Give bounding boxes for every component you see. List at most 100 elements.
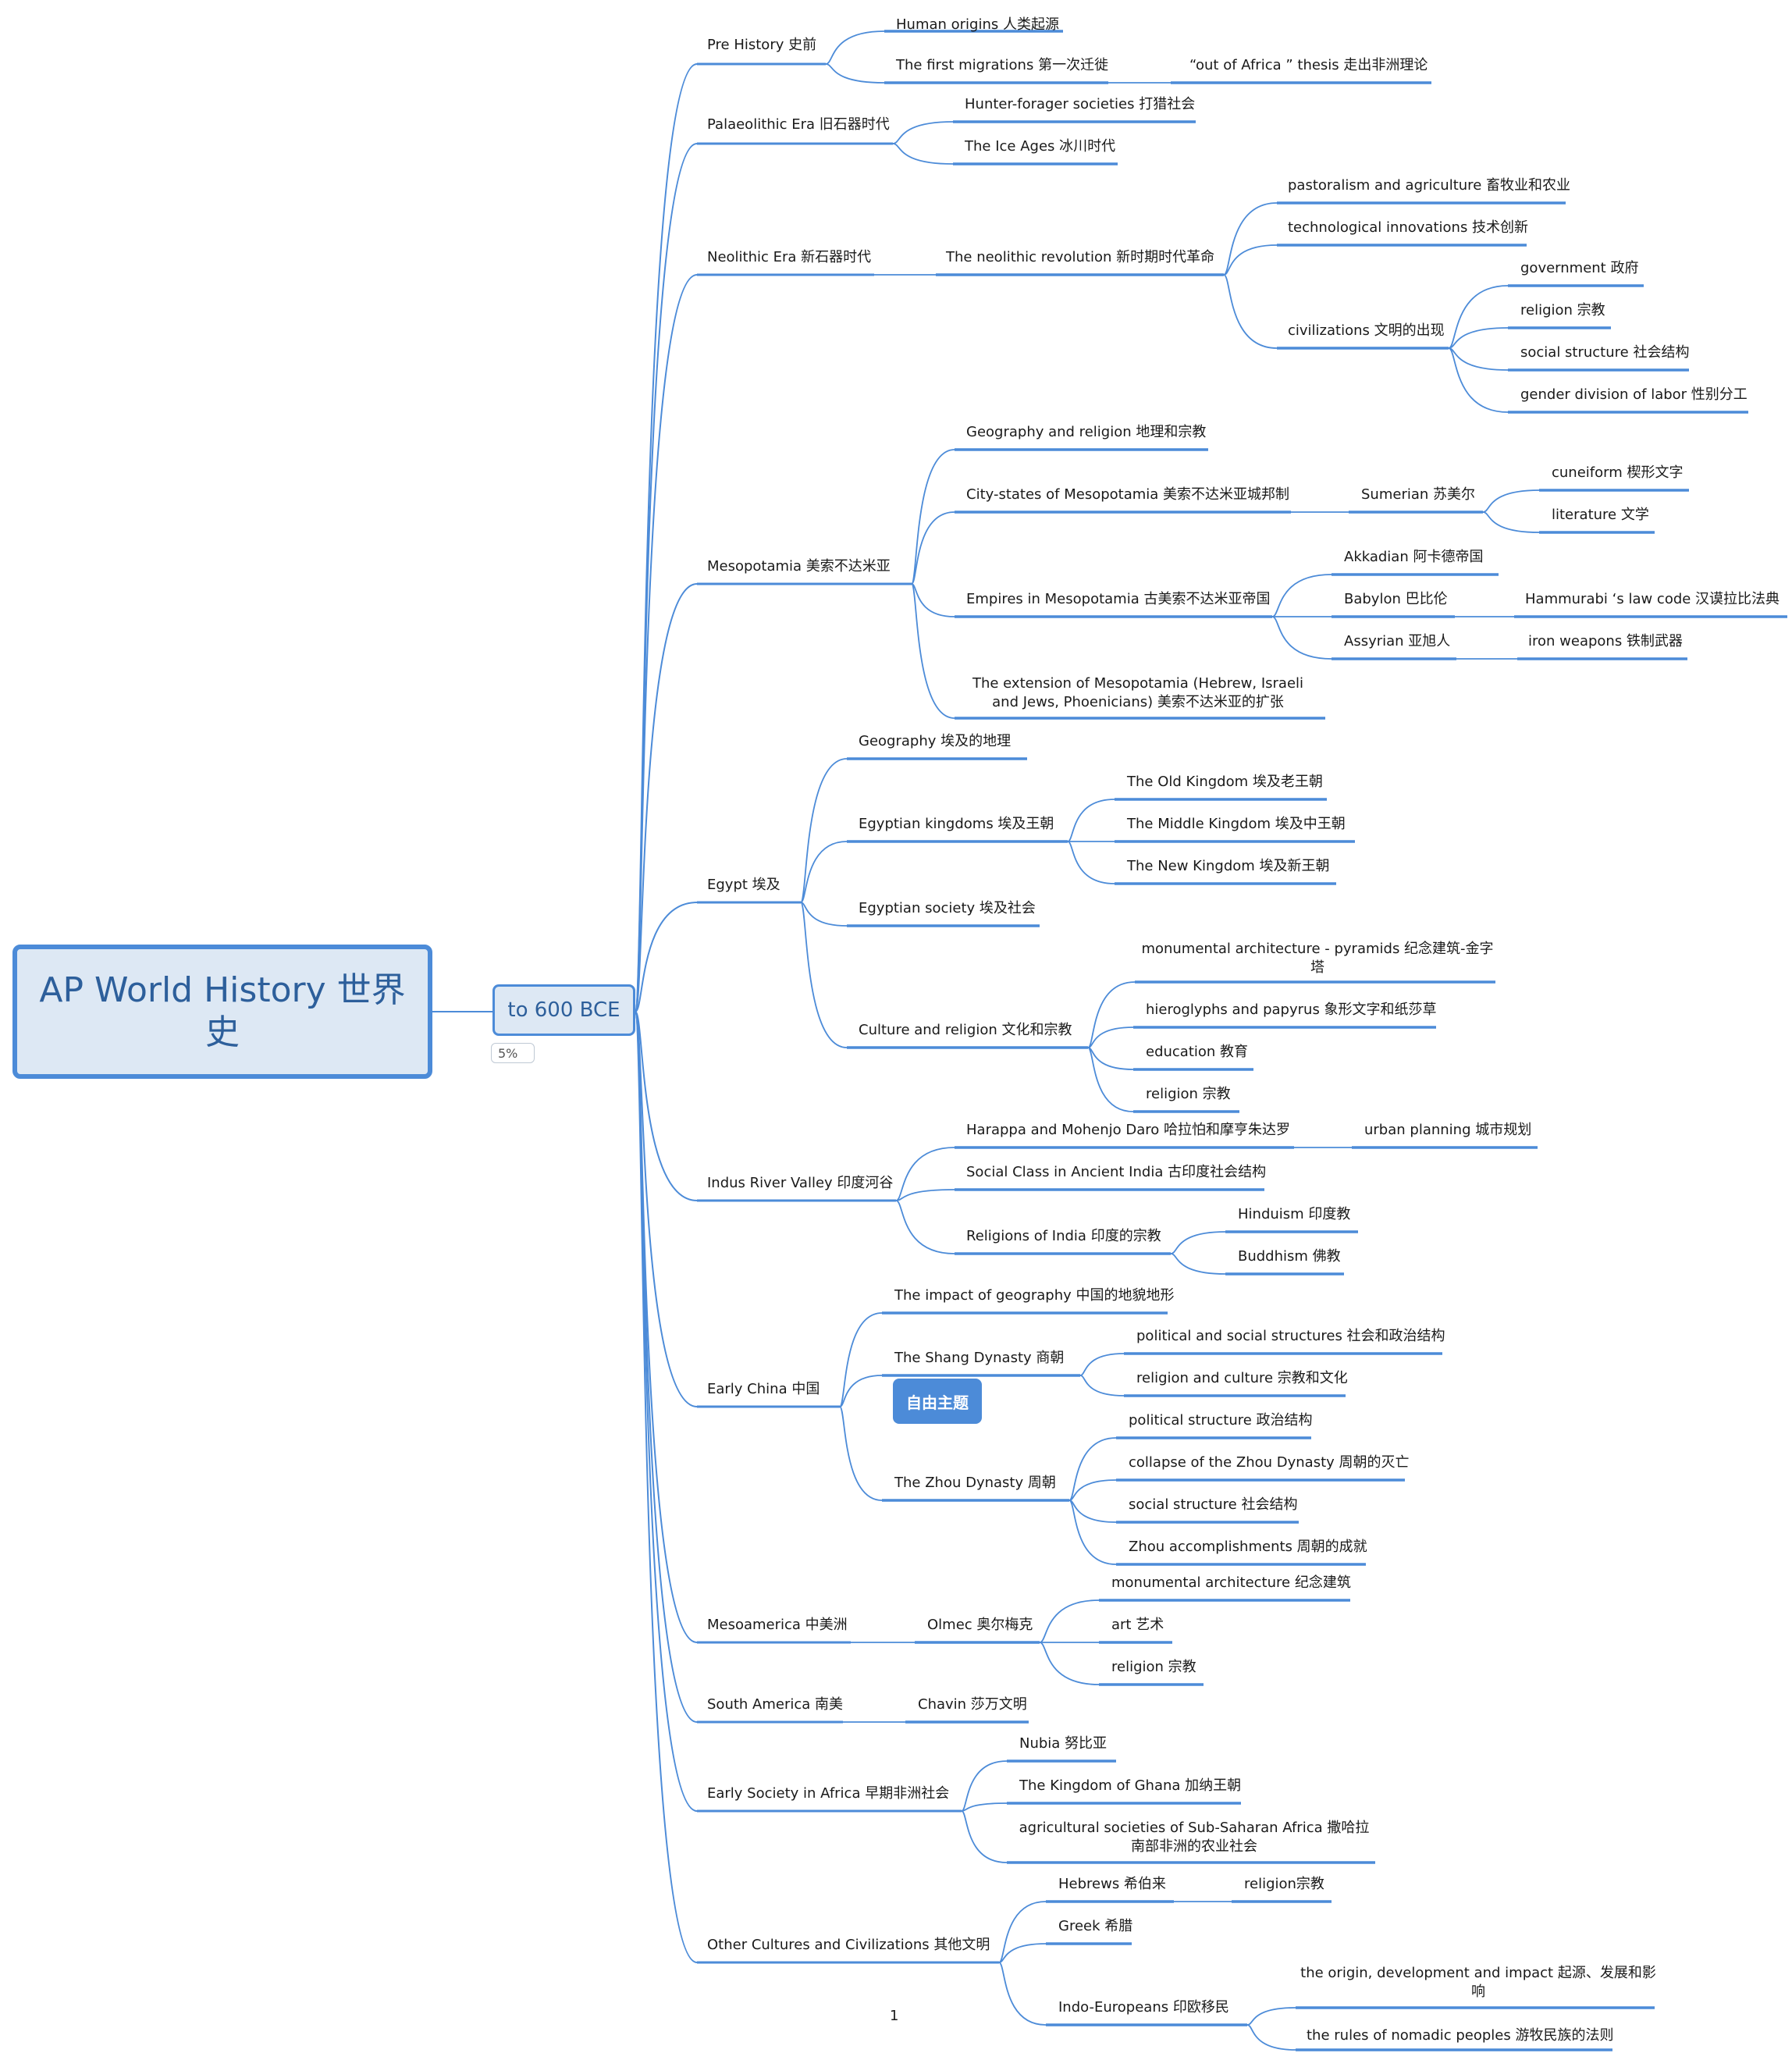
topic-mes2a2[interactable]: literature 文学 (1552, 507, 1649, 523)
topic-egy2[interactable]: Egyptian kingdoms 埃及王朝 (859, 816, 1054, 832)
topic-egy3[interactable]: Egyptian society 埃及社会 (859, 900, 1036, 916)
topic-egy4a[interactable]: monumental architecture - pyramids 纪念建筑-… (1141, 941, 1494, 976)
topic-oth[interactable]: Other Cultures and Civilizations 其他文明 (707, 1937, 990, 1953)
topic-ind3b[interactable]: Buddhism 佛教 (1238, 1248, 1341, 1265)
topic-egy4d[interactable]: religion 宗教 (1146, 1086, 1231, 1102)
topic-egy4[interactable]: Culture and religion 文化和宗教 (859, 1022, 1072, 1038)
topic-egy2a[interactable]: The Old Kingdom 埃及老王朝 (1127, 774, 1323, 790)
topic-oth3a[interactable]: the origin, development and impact 起源、发展… (1300, 1965, 1656, 2000)
topic-mes2a1[interactable]: cuneiform 楔形文字 (1552, 464, 1684, 481)
connector-curve (1068, 1500, 1117, 1565)
topic-neo1c[interactable]: civilizations 文明的出现 (1288, 322, 1445, 339)
connector-curve (1223, 274, 1278, 349)
main-branch-topic[interactable]: to 600 BCE (492, 984, 635, 1036)
topic-afr2[interactable]: The Kingdom of Ghana 加纳王朝 (1019, 1777, 1242, 1794)
topic-mes[interactable]: Mesopotamia 美索不达米亚 (707, 558, 891, 575)
topic-chn3c[interactable]: social structure 社会结构 (1129, 1496, 1298, 1513)
topic-chn3a[interactable]: political structure 政治结构 (1129, 1412, 1313, 1429)
floating-topic[interactable]: 自由主题 (893, 1379, 982, 1424)
topic-egy2c[interactable]: The New Kingdom 埃及新王朝 (1127, 858, 1330, 874)
topic-chn2a[interactable]: political and social structures 社会和政治结构 (1136, 1328, 1445, 1344)
connector-curve (1482, 489, 1540, 513)
topic-mes3c[interactable]: Assyrian 亚旭人 (1344, 633, 1451, 649)
topic-afr3[interactable]: agricultural societies of Sub-Saharan Af… (1019, 1820, 1370, 1855)
connector-curve (1068, 1500, 1117, 1523)
topic-mes3[interactable]: Empires in Mesopotamia 古美索不达米亚帝国 (966, 591, 1271, 607)
topic-mam1b[interactable]: art 艺术 (1111, 1617, 1164, 1633)
connector-curve (635, 1011, 698, 1963)
topic-ind1[interactable]: Harappa and Mohenjo Daro 哈拉怕和摩亨朱达罗 (966, 1122, 1290, 1138)
topic-mes3c1[interactable]: iron weapons 铁制武器 (1528, 633, 1683, 649)
topic-ind[interactable]: Indus River Valley 印度河谷 (707, 1175, 894, 1191)
connector-curve (998, 1943, 1047, 1963)
connector-curve (1039, 1599, 1100, 1643)
connector-curve (1246, 2024, 1296, 2051)
page-number: 1 (890, 2008, 899, 2024)
connector-curve (895, 1147, 955, 1201)
topic-neo1c4[interactable]: gender division of labor 性别分工 (1520, 386, 1748, 403)
connector-curve (895, 1189, 955, 1201)
topic-oth3b[interactable]: the rules of nomadic peoples 游牧民族的法则 (1307, 2027, 1614, 2044)
topic-oth1a[interactable]: religion宗教 (1244, 1876, 1324, 1892)
topic-chn2b[interactable]: religion and culture 宗教和文化 (1136, 1370, 1348, 1386)
topic-egy4c[interactable]: education 教育 (1146, 1044, 1249, 1060)
connector-curve (911, 511, 955, 585)
topic-egy4b[interactable]: hieroglyphs and papyrus 象形文字和纸莎草 (1146, 1002, 1437, 1018)
topic-pre1[interactable]: Human origins 人类起源 (896, 16, 1059, 33)
topic-mes4[interactable]: The extension of Mesopotamia (Hebrew, Is… (972, 675, 1304, 710)
topic-mes2[interactable]: City-states of Mesopotamia 美索不达米亚城邦制 (966, 486, 1290, 503)
topic-pal2[interactable]: The Ice Ages 冰川时代 (965, 138, 1116, 155)
topic-chn3b[interactable]: collapse of the Zhou Dynasty 周朝的灭亡 (1129, 1454, 1410, 1471)
connector-curve (800, 902, 848, 1048)
topic-chn1[interactable]: The impact of geography 中国的地貌地形 (894, 1287, 1175, 1304)
topic-chn3[interactable]: The Zhou Dynasty 周朝 (894, 1475, 1056, 1491)
topic-ind2[interactable]: Social Class in Ancient India 古印度社会结构 (966, 1164, 1267, 1180)
topic-neo1c2[interactable]: religion 宗教 (1520, 302, 1605, 318)
topic-neo1c1[interactable]: government 政府 (1520, 260, 1639, 276)
topic-ind3a[interactable]: Hinduism 印度教 (1238, 1206, 1351, 1222)
main-branch-label: to 600 BCE (507, 998, 620, 1022)
topic-neo1b[interactable]: technological innovations 技术创新 (1288, 219, 1529, 236)
connector-curve (1079, 1375, 1125, 1397)
connector-curve (1039, 1642, 1100, 1685)
connector-curve (635, 902, 698, 1012)
topic-oth2[interactable]: Greek 希腊 (1058, 1918, 1133, 1934)
topic-mes2a[interactable]: Sumerian 苏美尔 (1361, 486, 1476, 503)
connector-curve (635, 274, 698, 1012)
topic-pre2a[interactable]: “out of Africa ” thesis 走出非洲理论 (1189, 57, 1428, 73)
topic-afr1[interactable]: Nubia 努比亚 (1019, 1735, 1108, 1752)
topic-ind3[interactable]: Religions of India 印度的宗教 (966, 1228, 1161, 1244)
topic-egy2b[interactable]: The Middle Kingdom 埃及中王朝 (1127, 816, 1346, 832)
topic-sam1[interactable]: Chavin 莎万文明 (918, 1696, 1027, 1713)
topic-neo[interactable]: Neolithic Era 新石器时代 (707, 249, 872, 265)
topic-mam[interactable]: Mesoamerica 中美洲 (707, 1617, 848, 1633)
topic-chn2[interactable]: The Shang Dynasty 商朝 (894, 1350, 1065, 1366)
connector-curve (1223, 202, 1278, 276)
topic-mes1[interactable]: Geography and religion 地理和宗教 (966, 424, 1207, 440)
topic-mes3b[interactable]: Babylon 巴比伦 (1344, 591, 1448, 607)
connector-curve (1087, 1047, 1134, 1070)
topic-sam[interactable]: South America 南美 (707, 1696, 844, 1713)
topic-mes3a[interactable]: Akkadian 阿卡德帝国 (1344, 549, 1484, 565)
topic-egy[interactable]: Egypt 埃及 (707, 877, 780, 893)
topic-pre2[interactable]: The first migrations 第一次迁徙 (896, 57, 1109, 73)
topic-neo1c3[interactable]: social structure 社会结构 (1520, 344, 1690, 361)
topic-chn[interactable]: Early China 中国 (707, 1381, 820, 1397)
topic-pal1[interactable]: Hunter-forager societies 打猎社会 (965, 96, 1196, 112)
topic-oth3[interactable]: Indo-Europeans 印欧移民 (1058, 1999, 1229, 2016)
connector-curve (911, 583, 955, 617)
topic-neo1a[interactable]: pastoralism and agriculture 畜牧业和农业 (1288, 177, 1570, 194)
topic-oth1[interactable]: Hebrews 希伯来 (1058, 1876, 1166, 1892)
topic-neo1[interactable]: The neolithic revolution 新时期时代革命 (946, 249, 1215, 265)
topic-mam1c[interactable]: religion 宗教 (1111, 1659, 1196, 1675)
topic-afr[interactable]: Early Society in Africa 早期非洲社会 (707, 1785, 950, 1802)
topic-pre[interactable]: Pre History 史前 (707, 37, 817, 53)
topic-ind1a[interactable]: urban planning 城市规划 (1364, 1122, 1532, 1138)
topic-mam1a[interactable]: monumental architecture 纪念建筑 (1111, 1574, 1351, 1591)
topic-mes3b1[interactable]: Hammurabi ‘s law code 汉谟拉比法典 (1525, 591, 1780, 607)
root-topic[interactable]: AP World History 世界史 (12, 945, 432, 1079)
topic-pal[interactable]: Palaeolithic Era 旧石器时代 (707, 116, 890, 133)
topic-egy1[interactable]: Geography 埃及的地理 (859, 733, 1012, 749)
topic-mam1[interactable]: Olmec 奥尔梅克 (927, 1617, 1033, 1633)
topic-chn3d[interactable]: Zhou accomplishments 周朝的成就 (1129, 1539, 1367, 1555)
